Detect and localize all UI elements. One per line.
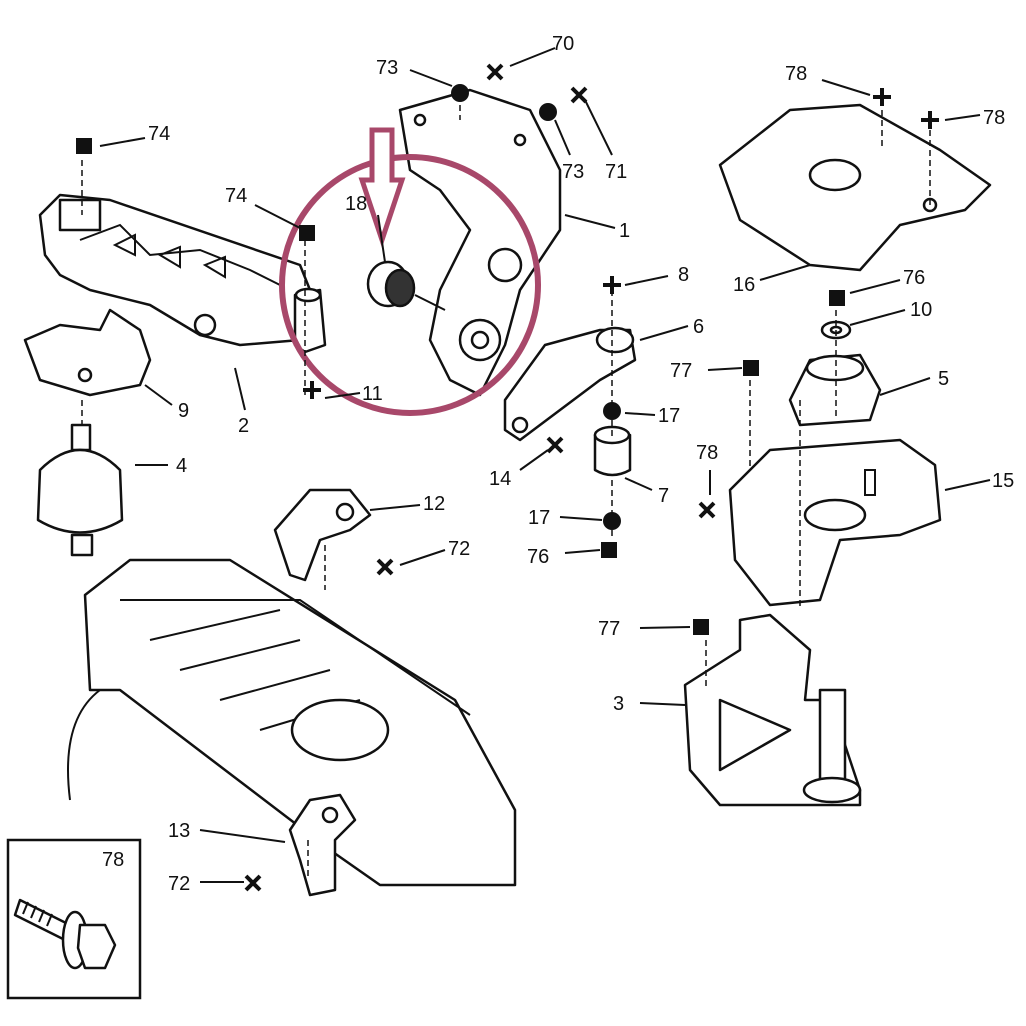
part-14-torque-rod — [503, 326, 637, 442]
part-labels: 74 74 73 70 73 71 18 1 8 6 9 2 11 77 5 1… — [148, 33, 1014, 895]
label: 76 — [903, 267, 925, 289]
bolt-icon — [13, 898, 117, 970]
square-marker-icon — [76, 138, 92, 154]
label: 76 — [527, 546, 549, 568]
part-5-mount-rubber — [788, 353, 882, 427]
label: 71 — [605, 161, 627, 183]
part-13-bracket — [288, 793, 357, 897]
label: 1 — [619, 220, 630, 242]
square-marker-icon — [601, 542, 617, 558]
assembly-lines — [81, 95, 931, 880]
label: 70 — [552, 33, 574, 55]
label: 78 — [785, 63, 807, 85]
cross-marker-icon — [244, 63, 939, 892]
label: 15 — [992, 470, 1014, 492]
label: 2 — [238, 415, 249, 437]
label: 73 — [562, 161, 584, 183]
circle-marker-icon — [451, 84, 469, 102]
part-1-engine-bracket — [398, 88, 562, 397]
label: 73 — [376, 57, 398, 79]
part-16-cover — [718, 103, 992, 272]
label: 14 — [489, 468, 511, 490]
inset-label: 78 — [102, 849, 124, 871]
circle-marker-icon — [539, 103, 557, 121]
square-marker-icon — [693, 619, 709, 635]
label: 5 — [938, 368, 949, 390]
label: 72 — [448, 538, 470, 560]
label: 4 — [176, 455, 187, 477]
part-2-subframe-bracket — [38, 193, 312, 347]
circle-marker-icon — [603, 512, 621, 530]
part-12-bracket — [273, 488, 372, 582]
square-marker-icon — [743, 360, 759, 376]
label: 78 — [696, 442, 718, 464]
label: 78 — [983, 107, 1005, 129]
inset-bolt-detail: 78 — [6, 838, 142, 1000]
label: 17 — [658, 405, 680, 427]
label: 3 — [613, 693, 624, 715]
label: 9 — [178, 400, 189, 422]
circle-marker-icon — [603, 402, 621, 420]
label: 10 — [910, 299, 932, 321]
label: 74 — [148, 123, 170, 145]
label: 13 — [168, 820, 190, 842]
label: 11 — [362, 383, 383, 405]
markers — [76, 63, 939, 892]
label: 12 — [423, 493, 445, 515]
label: 6 — [693, 316, 704, 338]
part-4-mount — [36, 423, 124, 557]
highlight-circle — [279, 154, 541, 416]
engine-block — [67, 558, 517, 887]
part-sleeve — [293, 287, 327, 354]
label: 74 — [225, 185, 247, 207]
part-15-housing — [728, 438, 942, 607]
label: 72 — [168, 873, 190, 895]
label: 8 — [678, 264, 689, 286]
label: 18 — [345, 193, 367, 215]
square-marker-icon — [299, 225, 315, 241]
label: 17 — [528, 507, 550, 529]
part-3-bracket — [683, 613, 862, 807]
highlight-arrow-icon — [358, 127, 406, 248]
label: 16 — [733, 274, 755, 296]
label: 77 — [670, 360, 692, 382]
part-7-bushing — [593, 425, 632, 477]
label: 7 — [658, 485, 669, 507]
part-18-bushing — [366, 260, 446, 311]
square-marker-icon — [829, 290, 845, 306]
label: 77 — [598, 618, 620, 640]
leader-lines — [99, 47, 991, 883]
part-9-bracket — [23, 308, 152, 397]
